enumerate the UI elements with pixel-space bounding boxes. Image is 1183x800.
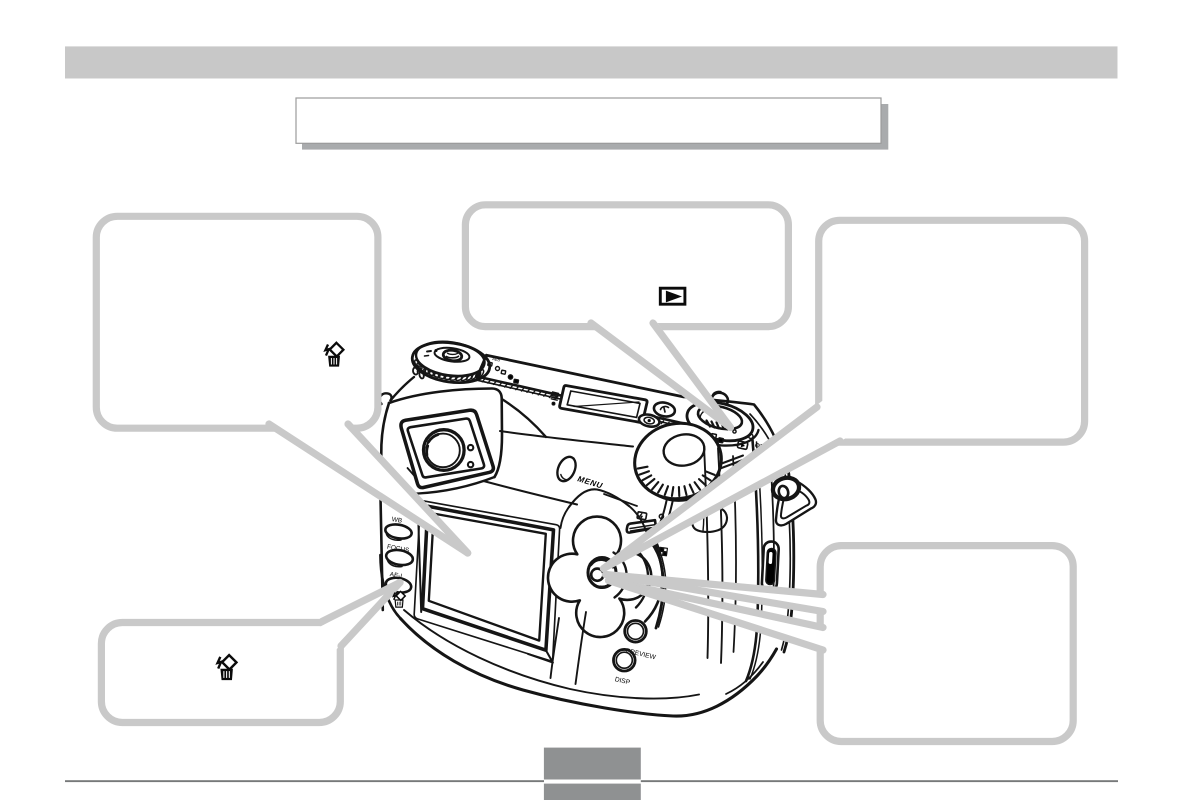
svg-text:MENU: MENU [576, 474, 603, 490]
svg-text:WB: WB [391, 516, 402, 525]
svg-text:AEB: AEB [492, 356, 501, 362]
svg-text:DISP: DISP [614, 676, 631, 686]
svg-text:AE-L: AE-L [389, 571, 405, 580]
